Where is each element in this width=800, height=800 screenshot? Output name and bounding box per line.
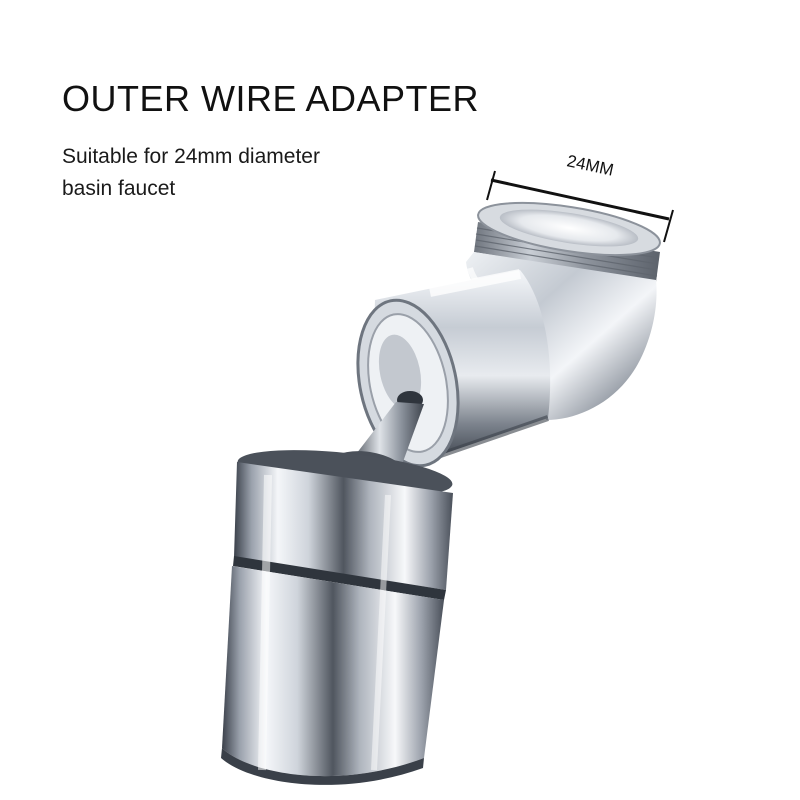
page-title: OUTER WIRE ADAPTER	[62, 78, 480, 119]
product-description: Suitable for 24mm diameter basin faucet	[62, 141, 402, 205]
description-line-1: Suitable for 24mm diameter	[62, 145, 320, 168]
description-line-2: basin faucet	[62, 177, 176, 200]
aerator-body	[221, 450, 453, 785]
dimension-label: 24MM	[565, 151, 615, 179]
